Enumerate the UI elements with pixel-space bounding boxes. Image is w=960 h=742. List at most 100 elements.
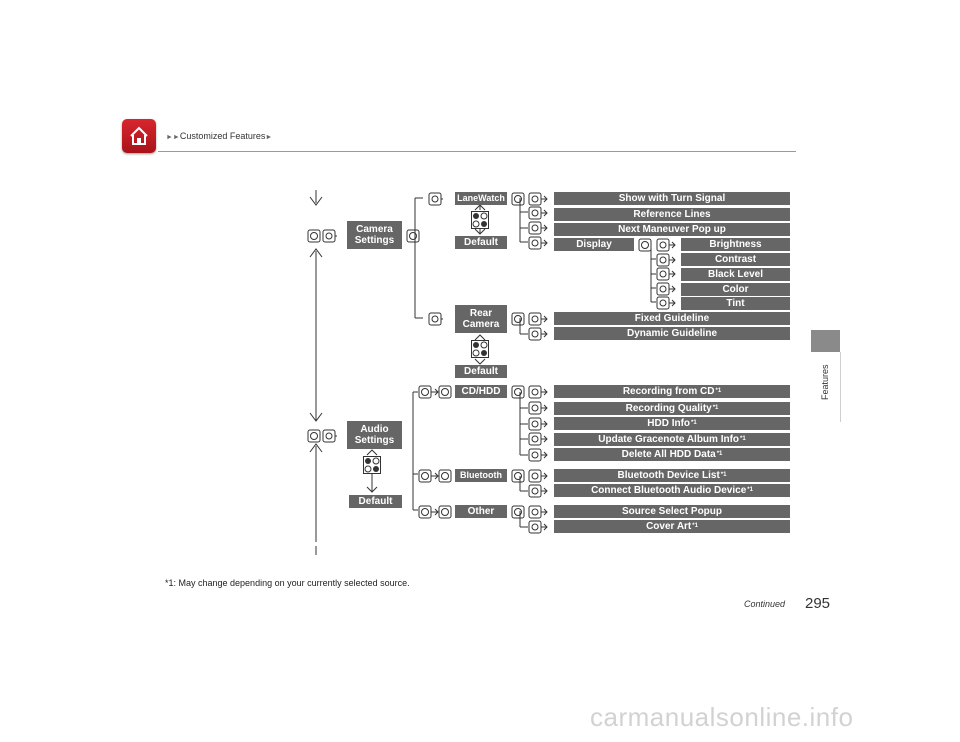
rotate-knob-icon xyxy=(307,229,321,248)
tint-pill[interactable]: Tint xyxy=(681,297,790,310)
display-pill[interactable]: Display xyxy=(554,238,634,251)
contrast-pill[interactable]: Contrast xyxy=(681,253,790,266)
delete-hdd-data-pill[interactable]: Delete All HDD Data*1 xyxy=(554,448,790,461)
rotate-knob-icon xyxy=(511,385,525,404)
footnote-ref: *1 xyxy=(715,388,722,394)
bluetooth-device-list-label: Bluetooth Device List xyxy=(617,470,720,481)
hdd-info-pill[interactable]: HDD Info*1 xyxy=(554,417,790,430)
cover-art-label: Cover Art xyxy=(646,521,692,532)
recording-quality-label: Recording Quality xyxy=(625,403,712,414)
connect-bluetooth-audio-pill[interactable]: Connect Bluetooth Audio Device*1 xyxy=(554,484,790,497)
press-knob-icon xyxy=(528,484,548,503)
bluetooth-pill[interactable]: Bluetooth xyxy=(455,469,507,482)
breadcrumb-end-arrow: ► xyxy=(265,134,273,141)
slide-knob-icon xyxy=(363,456,381,479)
rear-camera-line1: Rear xyxy=(469,308,493,319)
update-gracenote-label: Update Gracenote Album Info xyxy=(598,434,740,445)
black-level-pill[interactable]: Black Level xyxy=(681,268,790,281)
press-knob-icon xyxy=(528,469,548,488)
press-knob-icon xyxy=(322,429,338,448)
footnote: *1: May change depending on your current… xyxy=(165,578,410,588)
slide-knob-icon xyxy=(471,211,489,234)
press-knob-icon xyxy=(656,253,676,272)
footnote-ref: *1 xyxy=(691,420,697,426)
press-knob-icon xyxy=(528,192,548,211)
rotate-knob-icon xyxy=(511,192,525,211)
recording-from-cd-label: Recording from CD xyxy=(622,386,715,397)
camera-settings-line2: Settings xyxy=(354,235,395,246)
update-gracenote-pill[interactable]: Update Gracenote Album Info*1 xyxy=(554,433,790,446)
side-tab-marker xyxy=(811,330,840,352)
rotate-knob-icon xyxy=(418,469,454,488)
bluetooth-device-list-pill[interactable]: Bluetooth Device List*1 xyxy=(554,469,790,482)
press-knob-icon xyxy=(428,312,444,331)
press-knob-icon xyxy=(528,221,548,240)
audio-settings-pill[interactable]: Audio Settings xyxy=(347,421,402,449)
recording-quality-pill[interactable]: Recording Quality*1 xyxy=(554,402,790,415)
brightness-pill[interactable]: Brightness xyxy=(681,238,790,251)
press-knob-icon xyxy=(656,267,676,286)
fixed-guideline-pill[interactable]: Fixed Guideline xyxy=(554,312,790,325)
press-knob-icon xyxy=(528,417,548,436)
audio-settings-line1: Audio xyxy=(360,424,389,435)
other-pill[interactable]: Other xyxy=(455,505,507,518)
press-knob-icon xyxy=(528,312,548,331)
press-knob-icon xyxy=(528,505,548,524)
delete-hdd-data-label: Delete All HDD Data xyxy=(621,449,716,460)
press-knob-icon xyxy=(528,385,548,404)
rotate-knob-icon xyxy=(418,385,454,404)
footnote-ref: *1 xyxy=(712,405,719,411)
audio-default-pill[interactable]: Default xyxy=(349,495,402,508)
lanewatch-pill[interactable]: LaneWatch xyxy=(455,192,507,205)
connect-bluetooth-audio-label: Connect Bluetooth Audio Device xyxy=(591,485,747,496)
show-with-turn-signal-pill[interactable]: Show with Turn Signal xyxy=(554,192,790,205)
cd-hdd-pill[interactable]: CD/HDD xyxy=(455,385,507,398)
footnote-ref: *1 xyxy=(716,451,723,457)
dynamic-guideline-pill[interactable]: Dynamic Guideline xyxy=(554,327,790,340)
watermark: carmanualsonline.info xyxy=(590,702,854,732)
rear-camera-default-pill[interactable]: Default xyxy=(455,365,507,378)
hdd-info-label: HDD Info xyxy=(647,418,691,429)
cover-art-pill[interactable]: Cover Art*1 xyxy=(554,520,790,533)
breadcrumb-section[interactable]: Customized Features xyxy=(179,131,266,141)
press-knob-icon xyxy=(528,520,548,539)
press-knob-icon xyxy=(322,229,338,248)
home-button[interactable] xyxy=(122,119,156,153)
rotate-knob-icon xyxy=(511,505,525,524)
reference-lines-pill[interactable]: Reference Lines xyxy=(554,208,790,221)
camera-settings-line1: Camera xyxy=(356,224,393,235)
footnote-ref: *1 xyxy=(747,487,753,493)
press-knob-icon xyxy=(528,327,548,346)
rotate-knob-icon xyxy=(418,505,454,524)
breadcrumb[interactable]: ►►Customized Features► xyxy=(166,131,272,141)
camera-settings-pill[interactable]: Camera Settings xyxy=(347,221,402,249)
source-select-popup-pill[interactable]: Source Select Popup xyxy=(554,505,790,518)
press-knob-icon xyxy=(528,432,548,451)
press-knob-icon xyxy=(528,206,548,225)
rotate-knob-icon xyxy=(511,469,525,488)
rotate-knob-icon xyxy=(406,229,420,248)
home-icon xyxy=(130,126,148,145)
press-knob-icon xyxy=(656,296,676,315)
audio-settings-line2: Settings xyxy=(354,435,395,446)
breadcrumb-arrows: ►► xyxy=(166,134,180,141)
header-rule xyxy=(158,151,796,152)
rear-camera-line2: Camera xyxy=(462,319,500,330)
color-pill[interactable]: Color xyxy=(681,283,790,296)
slide-knob-icon xyxy=(471,340,489,363)
press-knob-icon xyxy=(528,448,548,467)
press-knob-icon xyxy=(528,236,548,255)
rotate-knob-icon xyxy=(638,238,652,257)
side-rule xyxy=(840,352,841,422)
footnote-ref: *1 xyxy=(720,472,727,478)
continued-label: Continued xyxy=(744,599,786,609)
rear-camera-pill[interactable]: Rear Camera xyxy=(455,305,507,333)
lanewatch-default-pill[interactable]: Default xyxy=(455,236,507,249)
press-knob-icon xyxy=(656,238,676,257)
rotate-knob-icon xyxy=(307,429,321,448)
rotate-knob-icon xyxy=(511,312,525,331)
recording-from-cd-pill[interactable]: Recording from CD*1 xyxy=(554,385,790,398)
press-knob-icon xyxy=(428,192,444,211)
press-knob-icon xyxy=(528,401,548,420)
next-maneuver-pill[interactable]: Next Maneuver Pop up xyxy=(554,223,790,236)
